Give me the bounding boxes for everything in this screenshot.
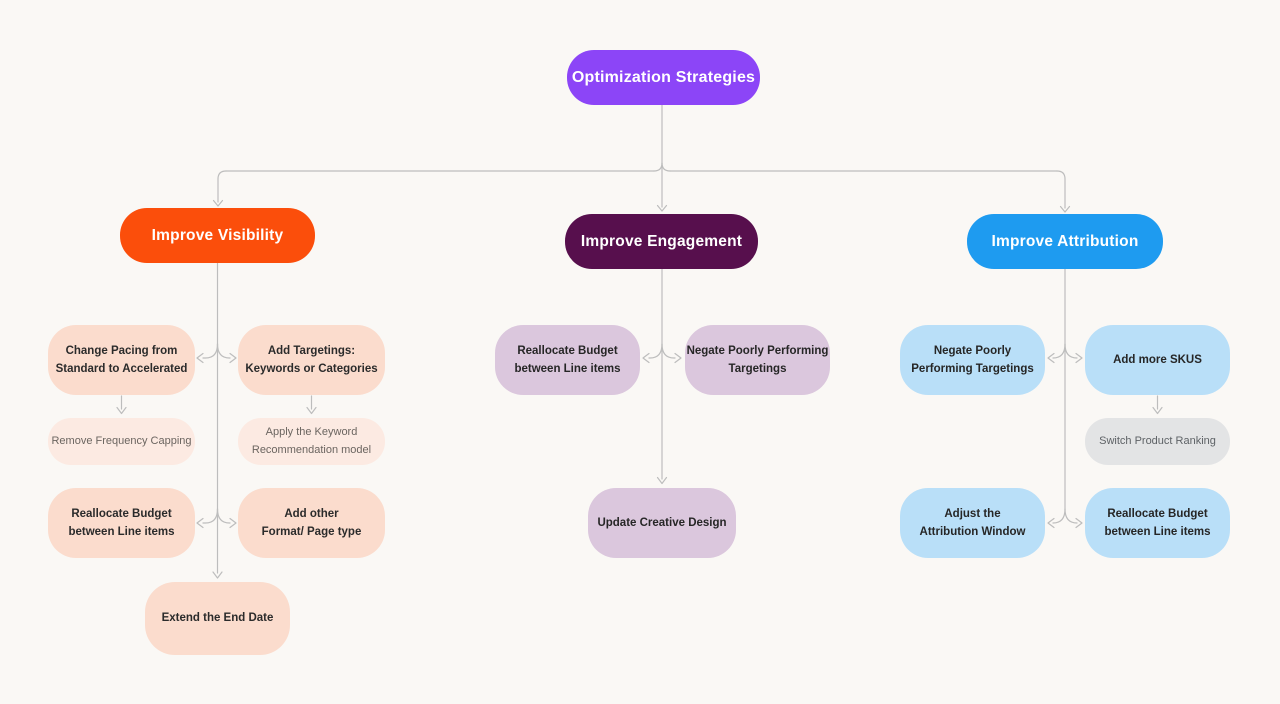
branch-label: Improve Attribution [991,232,1139,250]
node-negate-targetings-attribution: Negate Poorly Performing Targetings [900,325,1045,395]
root-node-optimization-strategies: Optimization Strategies [567,50,760,105]
node-label: Remove Frequency Capping [51,434,192,447]
node-add-targetings: Add Targetings: Keywords or Categories [238,325,385,395]
branch-label: Improve Engagement [580,232,743,250]
node-label: Add Targetings: Keywords or Categories [245,344,378,375]
node-update-creative-design: Update Creative Design [588,488,736,558]
root-label: Optimization Strategies [571,68,756,86]
node-add-other-format: Add other Format/ Page type [238,488,385,558]
node-label: Reallocate Budget between Line items [1104,507,1211,538]
node-negate-targetings-engagement: Negate Poorly Performing Targetings [685,325,830,395]
node-adjust-attribution-window: Adjust the Attribution Window [900,488,1045,558]
node-apply-keyword-model: Apply the Keyword Recommendation model [238,418,385,465]
node-label: Update Creative Design [597,516,727,529]
node-label: Change Pacing from Standard to Accelerat… [55,344,188,375]
branch-improve-engagement: Improve Engagement [565,214,758,269]
node-label: Add other Format/ Page type [261,507,362,538]
node-label: Adjust the Attribution Window [919,507,1026,538]
node-add-more-skus: Add more SKUS [1085,325,1230,395]
branch-improve-attribution: Improve Attribution [967,214,1163,269]
node-label: Negate Poorly Performing Targetings [686,344,829,375]
node-reallocate-budget-attribution: Reallocate Budget between Line items [1085,488,1230,558]
node-extend-end-date: Extend the End Date [145,582,290,655]
node-change-pacing: Change Pacing from Standard to Accelerat… [48,325,195,395]
node-label: Add more SKUS [1113,353,1202,366]
node-label: Apply the Keyword Recommendation model [251,425,372,456]
branch-improve-visibility: Improve Visibility [120,208,315,263]
node-remove-frequency-capping: Remove Frequency Capping [48,418,195,465]
node-label: Reallocate Budget between Line items [514,344,621,375]
node-switch-product-ranking: Switch Product Ranking [1085,418,1230,465]
node-label: Negate Poorly Performing Targetings [911,344,1034,375]
node-reallocate-budget-visibility: Reallocate Budget between Line items [48,488,195,558]
branch-label: Improve Visibility [151,226,284,244]
node-reallocate-budget-engagement: Reallocate Budget between Line items [495,325,640,395]
node-label: Extend the End Date [161,612,274,625]
node-label: Reallocate Budget between Line items [68,507,175,538]
node-label: Switch Product Ranking [1099,434,1216,447]
